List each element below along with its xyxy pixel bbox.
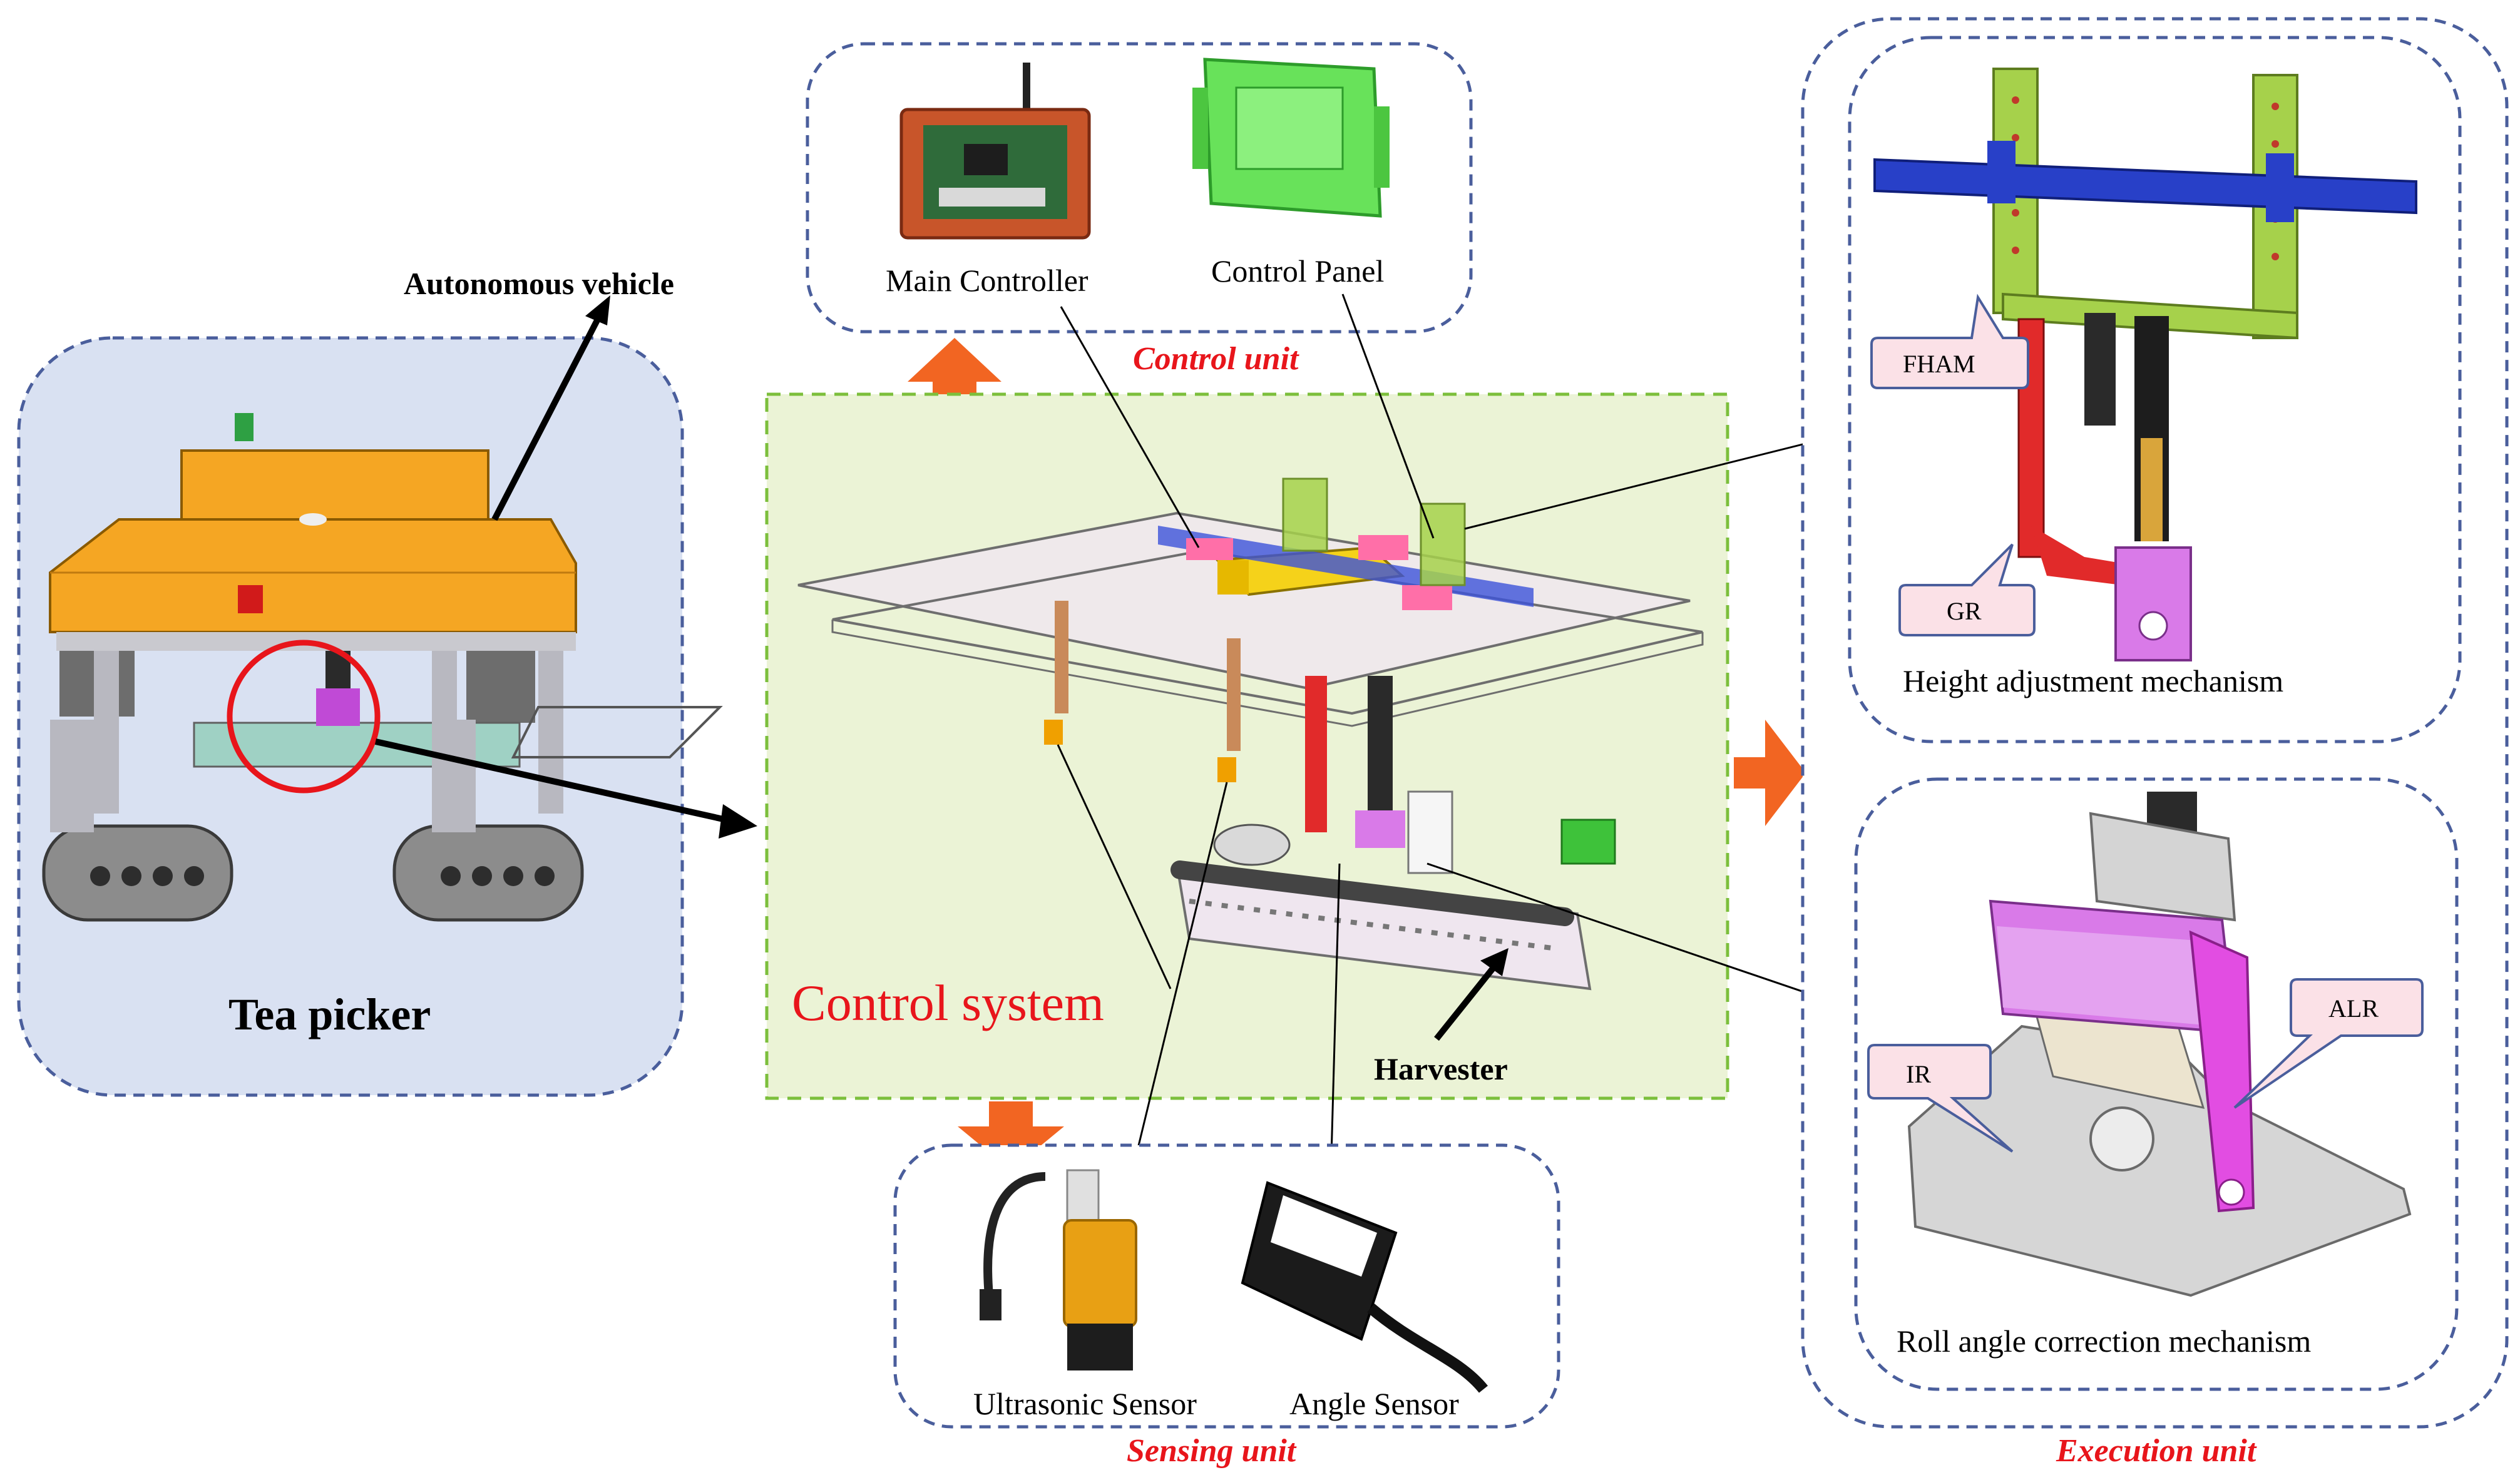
right-arrow-execution-unit [1734, 720, 1806, 826]
ultrasonic-sensor-label: Ultrasonic Sensor [973, 1386, 1197, 1421]
main-controller-label: Main Controller [886, 263, 1088, 298]
up-arrow-control-unit [908, 338, 1001, 413]
angle-sensor-label: Angle Sensor [1289, 1386, 1459, 1421]
harvester-pointer [1434, 958, 1502, 1041]
ir-callout [1867, 1044, 2014, 1153]
roll-angle-illustration [1907, 792, 2412, 1297]
fham-callout [1870, 293, 2029, 389]
height-adjustment-illustration [1873, 68, 2417, 661]
control-unit-label: Control unit [1133, 341, 1299, 377]
tea-picker-label: Tea picker [228, 989, 431, 1039]
picker-to-control-arrow [374, 738, 727, 823]
ultrasonic-sensor-image [980, 1169, 1137, 1370]
height-adjustment-label: Height adjustment mechanism [1903, 663, 2283, 698]
autonomous-vehicle-label: Autonomous vehicle [404, 266, 674, 301]
control-system-illustration [797, 477, 1704, 991]
alr-callout [2233, 978, 2424, 1109]
gr-label: GR [1947, 597, 1982, 625]
main-controller-image [899, 63, 1091, 240]
fham-label: FHAM [1903, 350, 1975, 378]
autonomous-vehicle-pointer [491, 317, 601, 521]
alr-label: ALR [2328, 994, 2379, 1023]
angle-sensor-image [1241, 1181, 1488, 1393]
down-arrow-sensing-unit [958, 1101, 1064, 1170]
execution-unit-label: Execution unit [2056, 1433, 2257, 1469]
sensing-unit-panel [893, 1143, 1560, 1429]
tea-picker-illustration [42, 413, 723, 922]
control-panel-label: Control Panel [1211, 253, 1384, 288]
ir-label: IR [1906, 1060, 1931, 1088]
gr-callout [1898, 543, 2036, 636]
sensing-unit-label: Sensing unit [1127, 1433, 1297, 1469]
control-system-label: Control system [792, 974, 1104, 1031]
control-panel-image [1192, 58, 1390, 218]
harvester-label: Harvester [1374, 1051, 1508, 1086]
roll-angle-label: Roll angle correction mechanism [1897, 1324, 2311, 1359]
